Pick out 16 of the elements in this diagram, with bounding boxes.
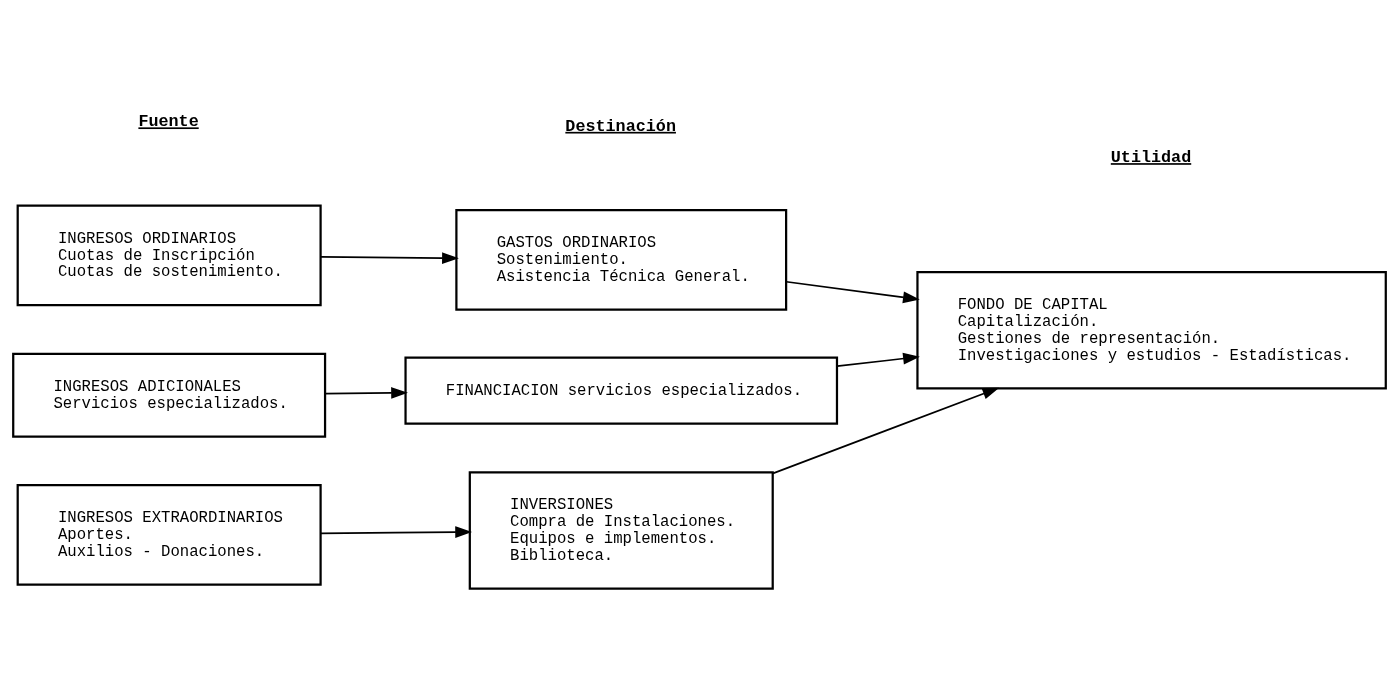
node-box: INGRESOS EXTRAORDINARIOS Aportes. Auxilios - Donaciones.	[16, 483, 322, 586]
label: Fuente	[138, 111, 199, 131]
label: Destinación	[565, 116, 676, 136]
arrow	[785, 280, 920, 303]
arrow	[324, 386, 408, 399]
node-box: FINANCIACION servicios especializados.	[404, 356, 839, 425]
arrow	[772, 387, 1000, 474]
arrow	[836, 352, 920, 367]
arrow	[319, 251, 459, 264]
arrow	[319, 525, 472, 538]
label: Utilidad	[1110, 147, 1192, 167]
node-box: INGRESOS ADICIONALES Servicios especializados.	[12, 352, 327, 438]
node-box: INVERSIONES Compra de Instalaciones. Equipos e implementos. Biblioteca.	[468, 470, 774, 590]
node-box: FONDO DE CAPITAL Capitalización. Gestiones de representación. Investigaciones y estudios - Estadísticas.	[916, 270, 1387, 390]
node-box: GASTOS ORDINARIOS Sostenimiento. Asistencia Técnica General.	[455, 208, 788, 311]
node-box: INGRESOS ORDINARIOS Cuotas de Inscripción Cuotas de sostenimiento.	[16, 204, 322, 306]
